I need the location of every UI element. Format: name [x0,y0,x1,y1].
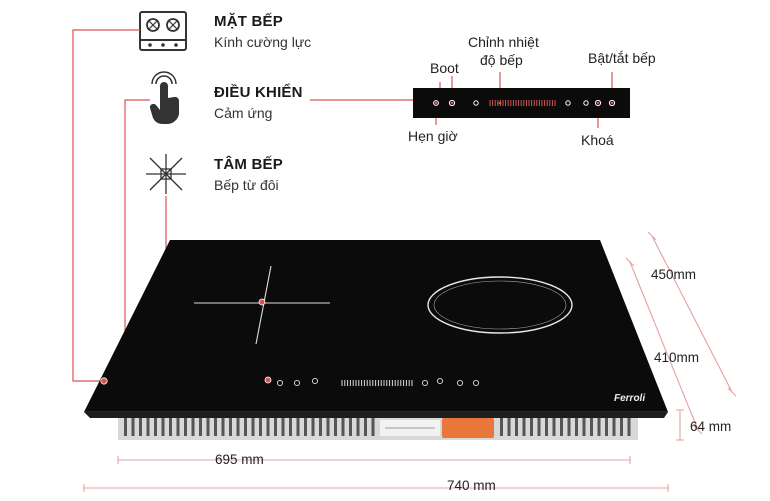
vent-slot [244,418,247,436]
vent-slot [221,418,225,436]
vent-slot [191,418,195,436]
cooktop-body [118,414,638,440]
vent-slot [139,418,142,436]
dim-width-outer: 740 mm [447,478,496,493]
vent-slot [311,418,315,436]
vent-slot [296,418,300,436]
vent-slot [627,418,631,436]
vent-slot [334,418,337,436]
vent-slot [582,418,586,436]
feature-title-cooktop: MẶT BẾP [214,13,283,30]
vent-slot [251,418,255,436]
cooktop-slider-ticks [341,380,413,386]
burner-center-icon [146,154,186,194]
feature-title-control: ĐIỀU KHIỂN [214,84,303,101]
glass-top [84,240,668,412]
vent-slot [507,418,511,436]
vent-slot [537,418,541,436]
touch-hand-icon [149,71,180,125]
vent-slot [124,418,127,436]
vent-slot [567,418,571,436]
vent-slot [146,418,150,436]
control-panel-zoom [413,88,630,118]
stove-top-icon [139,11,187,51]
vent-slot [597,418,601,436]
dim-width-inner: 695 mm [215,452,264,467]
vent-slot [515,418,518,436]
vent-slot [161,418,165,436]
vent-slot [214,418,217,436]
label-lock: Khoá [581,132,614,148]
right-burner-ring [427,276,573,334]
label-heat-adjust-line1: Chỉnh nhiệt [468,34,539,50]
dim-height: 64 mm [690,419,732,434]
vent-slot [500,418,503,436]
vent-slot [341,418,345,436]
vent-slot [522,418,526,436]
vent-slot [545,418,548,436]
brand-logo: Ferroli [614,393,646,404]
vent-slot [206,418,210,436]
feature-subtitle-control: Cảm ứng [214,105,273,121]
vent-slot [169,418,172,436]
vent-slot [266,418,270,436]
dim-depth-outer: 450mm [651,267,697,282]
vent-slot [349,418,352,436]
vent-slot [552,418,556,436]
vent-slot [319,418,322,436]
vent-slot [620,418,623,436]
feature-subtitle-cooktop: Kính cường lực [214,34,312,50]
feature-title-burner: TÂM BẾP [214,156,283,173]
vent-slot [176,418,180,436]
vent-slot [364,418,367,436]
feature-subtitle-burner: Bếp từ đôi [214,177,279,193]
vent-slot [229,418,232,436]
vent-slot [236,418,240,436]
vent-slot [560,418,563,436]
dim-depth-inner: 410mm [654,350,700,365]
vent-slot [605,418,608,436]
vent-slot [575,418,578,436]
callout-dots [434,101,614,105]
cooktop-callout-dots [100,298,272,385]
vent-slot [154,418,157,436]
vent-slot [199,418,202,436]
vent-slot [612,418,616,436]
vent-slot [530,418,533,436]
vent-slot [304,418,307,436]
vent-slot [590,418,593,436]
cooktop-controls [276,377,480,387]
vent-slot [184,418,187,436]
label-boot: Boot [430,60,459,76]
vent-slot [274,418,277,436]
vent-slot [281,418,285,436]
vent-slot [289,418,292,436]
vent-slot [131,418,135,436]
dimension-lines [83,231,737,492]
vent-slot [356,418,360,436]
label-timer: Hẹn giờ [408,128,458,144]
vent-slot [371,418,375,436]
vent-slot [259,418,262,436]
label-heat-adjust-line2: độ bếp [480,52,523,68]
label-power-toggle: Bật/tắt bếp [588,50,656,66]
vent-slot [326,418,330,436]
